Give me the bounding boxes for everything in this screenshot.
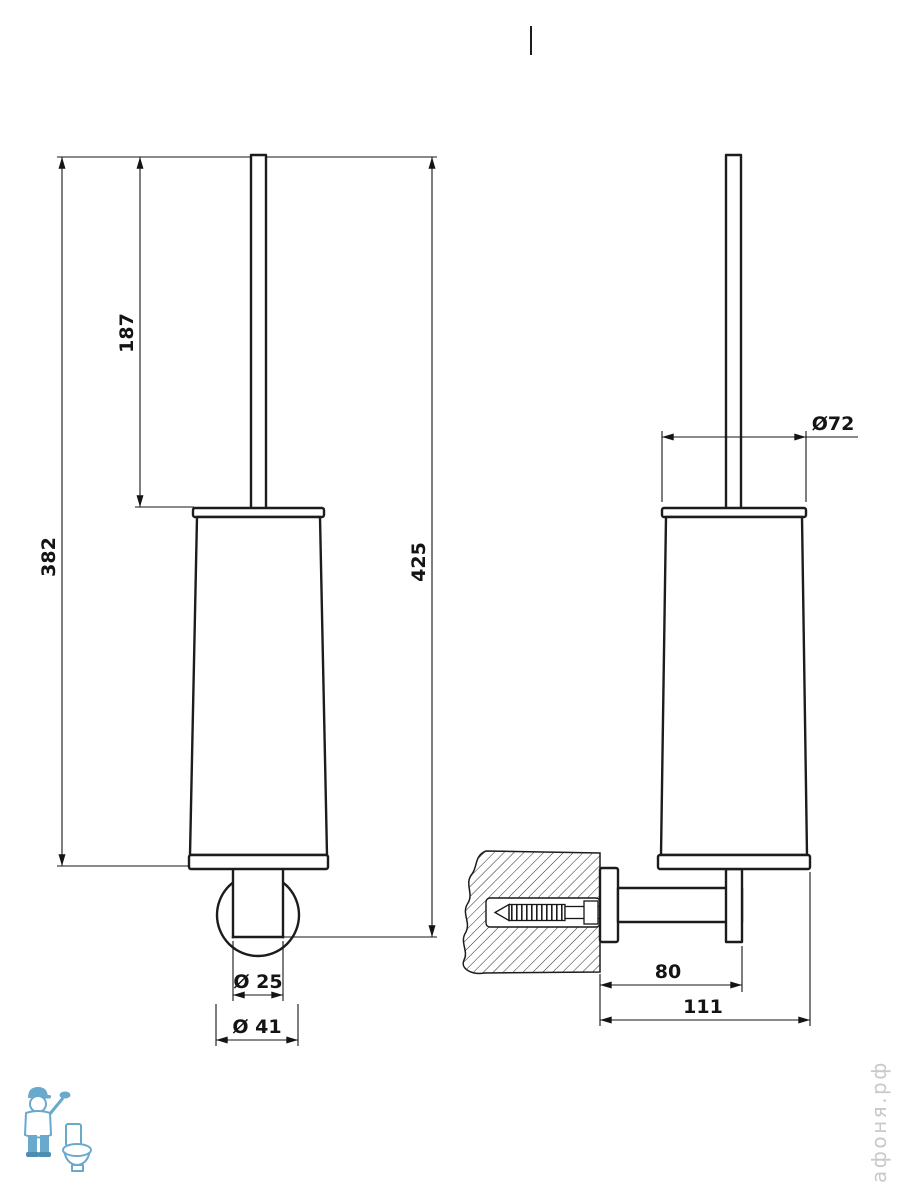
dim-label-overall: 425 <box>408 542 430 582</box>
brush-handle-side <box>724 153 743 515</box>
dimension-flange-diameter: Ø 41 <box>215 1004 299 1046</box>
mount-arm <box>616 886 744 924</box>
mount-post-front <box>231 867 285 939</box>
dimension-post-diameter: Ø 25 <box>232 941 284 1001</box>
dimension-handle-length: 187 <box>57 156 251 508</box>
mount-connector <box>724 867 744 944</box>
plunger-handle <box>47 1097 65 1116</box>
plumber-logo <box>24 1087 92 1172</box>
site-watermark: афоня.рф <box>867 1060 891 1183</box>
cup-base-side <box>656 853 812 871</box>
plumber-leg <box>28 1135 37 1153</box>
plumber-boot <box>26 1152 39 1157</box>
toilet-base <box>71 1164 84 1172</box>
plumber-figure <box>24 1087 71 1157</box>
cup-lip-front <box>191 506 326 519</box>
dimension-cup-diameter: Ø72 <box>661 413 858 502</box>
dim-label-cup-diameter: Ø72 <box>812 413 855 435</box>
front-view <box>187 153 330 958</box>
dim-label-handle: 187 <box>116 313 138 353</box>
brush-handle-front <box>249 153 268 515</box>
cup-base-front <box>187 853 330 871</box>
toilet-figure <box>62 1123 92 1172</box>
screw-thread <box>508 903 566 922</box>
dimension-body-height: 382 <box>38 157 189 867</box>
plunger-cup <box>59 1091 71 1099</box>
plumber-leg <box>40 1135 49 1153</box>
dimension-overall-depth: 111 <box>600 872 811 1026</box>
dim-label-overall-depth: 111 <box>683 996 723 1018</box>
toilet-tank <box>65 1123 82 1147</box>
dim-label-body: 382 <box>38 537 60 577</box>
screw-collar <box>583 900 599 925</box>
dimension-overall-height: 425 <box>266 156 437 938</box>
toilet-seat <box>62 1143 92 1157</box>
cup-body-side <box>659 515 809 857</box>
dim-label-flange-diameter: Ø 41 <box>232 1016 281 1038</box>
post-mask <box>233 869 283 937</box>
cup-lip-side <box>660 506 808 519</box>
plumber-body <box>24 1110 52 1139</box>
dim-label-arm-depth: 80 <box>655 961 681 983</box>
plumber-boot <box>38 1152 51 1157</box>
wall-flange-plate <box>598 866 620 944</box>
side-view <box>462 153 812 975</box>
dim-label-post-diameter: Ø 25 <box>233 971 282 993</box>
anchor-screw <box>493 900 601 925</box>
cup-body-front <box>188 515 329 857</box>
plumber-face <box>29 1095 47 1113</box>
